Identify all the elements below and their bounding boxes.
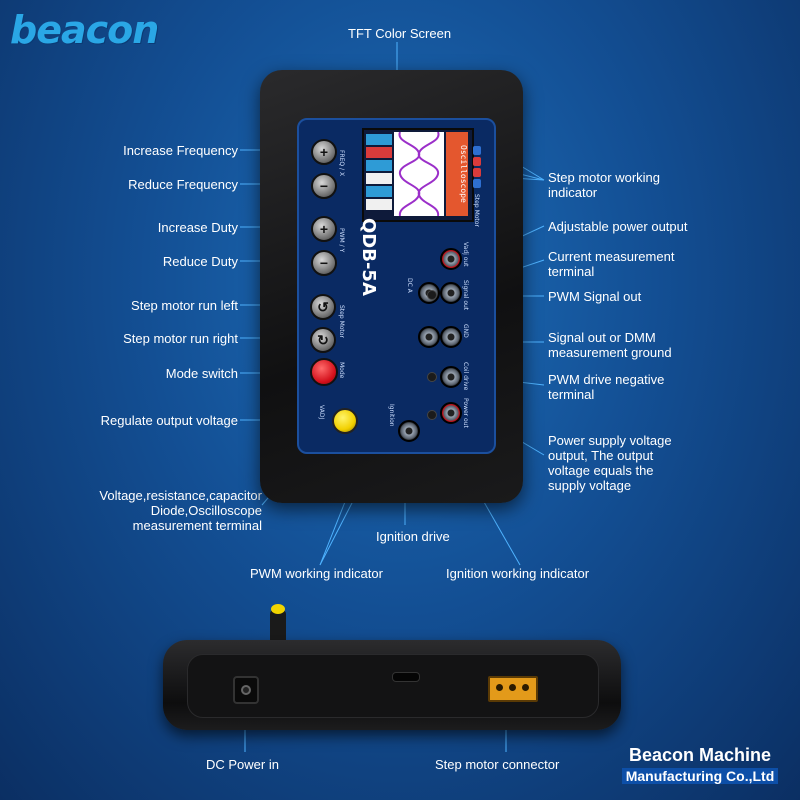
dca-text: DC A bbox=[406, 278, 413, 293]
device-side-view bbox=[163, 640, 621, 730]
step-motor-connector-label: Step motor connector bbox=[435, 757, 560, 772]
ignition-indicator-led bbox=[427, 410, 437, 420]
vadj-out-jack[interactable] bbox=[440, 248, 462, 270]
increase-duty-button[interactable]: + bbox=[311, 216, 337, 242]
brand-line2: Manufacturing Co.,Ltd bbox=[621, 768, 779, 784]
measurement-terminal-label: Voltage,resistance,capacitor Diode,Oscil… bbox=[99, 488, 262, 533]
mode-switch-label: Mode switch bbox=[165, 366, 238, 381]
side-slot bbox=[392, 672, 420, 682]
step-motor-indicator-label: Step motor working indicator bbox=[548, 170, 660, 200]
reduce-frequency-button[interactable]: − bbox=[311, 173, 337, 199]
brand-block: Beacon Machine Manufacturing Co.,Ltd bbox=[610, 745, 790, 786]
dc-power-in-label: DC Power in bbox=[206, 757, 279, 772]
regulate-voltage-label: Regulate output voltage bbox=[100, 413, 238, 428]
gnd-text: GND bbox=[462, 324, 469, 338]
power-supply-output-label: Power supply voltage output, The output … bbox=[548, 433, 672, 493]
step-run-right-button[interactable]: ↻ bbox=[310, 327, 336, 353]
step-run-left-label: Step motor run left bbox=[131, 298, 238, 313]
coil-drive-jack[interactable] bbox=[440, 366, 462, 388]
ignition-jack[interactable] bbox=[398, 420, 420, 442]
increase-frequency-button[interactable]: + bbox=[311, 139, 337, 165]
step-run-right-label: Step motor run right bbox=[123, 331, 238, 346]
step-run-left-button[interactable]: ↺ bbox=[310, 294, 336, 320]
mode-panel-text: Mode bbox=[338, 362, 345, 379]
screen-title: Oscilloscope bbox=[446, 132, 468, 216]
brand-line1: Beacon Machine bbox=[628, 745, 772, 765]
power-out-text: Power out bbox=[462, 398, 469, 428]
dc-power-jack[interactable] bbox=[233, 676, 259, 704]
current-terminal-label: Current measurement terminal bbox=[548, 249, 675, 279]
pwm-indicator-label: PWM working indicator bbox=[250, 566, 383, 581]
increase-frequency-label: Increase Frequency bbox=[123, 143, 238, 158]
step-motor-leds bbox=[473, 146, 481, 190]
increase-duty-label: Increase Duty bbox=[157, 220, 238, 235]
signal-ground-label: Signal out or DMM measurement ground bbox=[548, 330, 672, 360]
pwm-drive-negative-label: PWM drive negative terminal bbox=[548, 372, 665, 402]
voltage-knob-top bbox=[270, 604, 286, 644]
pwm-indicator-led bbox=[427, 290, 437, 300]
tft-screen-label: TFT Color Screen bbox=[348, 26, 452, 41]
screen-readouts bbox=[366, 134, 392, 214]
step-motor-tag: Step Motor bbox=[473, 194, 480, 227]
pwm-signal-out-label: PWM Signal out bbox=[548, 289, 642, 304]
ignition-drive-label: Ignition drive bbox=[376, 529, 450, 544]
reduce-duty-button[interactable]: − bbox=[311, 250, 337, 276]
tft-screen: Oscilloscope bbox=[362, 128, 474, 222]
adjustable-power-label: Adjustable power output bbox=[548, 219, 688, 234]
reduce-duty-label: Reduce Duty bbox=[162, 254, 238, 269]
power-out-jack[interactable] bbox=[440, 402, 462, 424]
step-motor-panel-text: Step Motor bbox=[338, 305, 345, 338]
step-motor-connector[interactable] bbox=[488, 676, 538, 702]
waveform-plot bbox=[394, 131, 444, 217]
vadj-panel-text: VADJ bbox=[318, 405, 325, 420]
logo-text: beacon bbox=[10, 8, 159, 52]
beacon-logo: beacon bbox=[10, 8, 159, 52]
signal-out-jack[interactable] bbox=[440, 282, 462, 304]
ignition-text: Ignition bbox=[388, 404, 395, 427]
coil-drive-text: Coil drive bbox=[462, 362, 469, 391]
voltage-adjust-knob[interactable] bbox=[332, 408, 358, 434]
signal-out-text: Signal out bbox=[462, 280, 469, 311]
ignition-indicator-label: Ignition working indicator bbox=[446, 566, 590, 581]
mode-switch-button[interactable] bbox=[310, 358, 338, 386]
gnd-jack[interactable] bbox=[440, 326, 462, 348]
freq-panel-text: FREQ / X bbox=[338, 150, 345, 177]
reduce-frequency-label: Reduce Frequency bbox=[128, 177, 238, 192]
vadj-out-text: Vadj out bbox=[462, 242, 469, 267]
pwm-panel-text: PWM / Y bbox=[338, 228, 345, 253]
dc-measure-jack[interactable] bbox=[418, 326, 440, 348]
coil-indicator-led bbox=[427, 372, 437, 382]
model-name: QDB-5A bbox=[358, 218, 379, 296]
